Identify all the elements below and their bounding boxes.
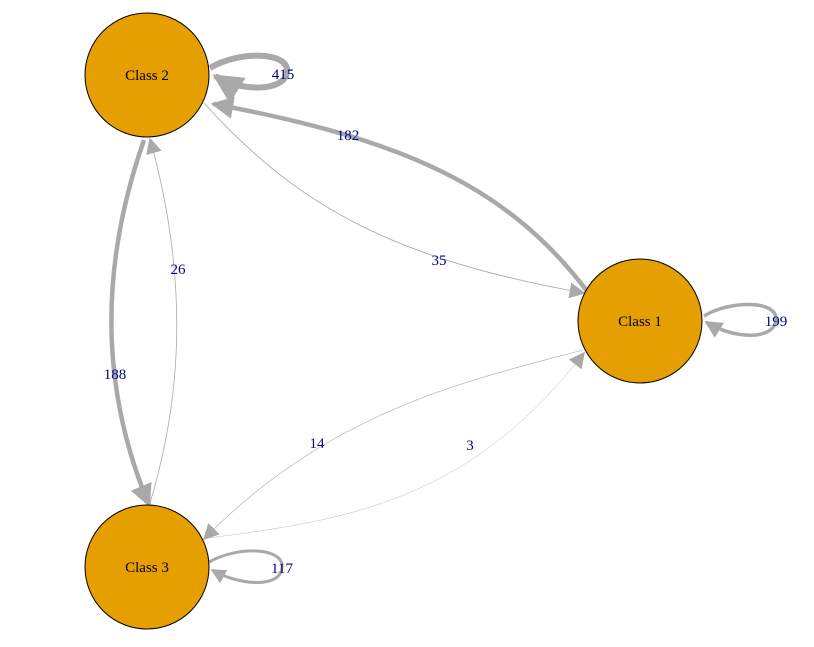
node-class-3-label: Class 3: [125, 560, 169, 576]
edge-class3-to-class1: [207, 351, 585, 539]
edge-label-35: 35: [432, 253, 447, 269]
loop-class2: [208, 52, 290, 104]
node-class-1-label: Class 1: [618, 314, 662, 330]
edge-class1-to-class3: [202, 349, 584, 541]
edge-label-188: 188: [104, 367, 127, 383]
node-class-2-circle: [84, 12, 210, 138]
edges: [109, 52, 778, 584]
loop-class3: [208, 549, 284, 584]
edge-labels: 415 182 35 199 26 188 14 3 117: [104, 67, 788, 577]
edge-class1-to-class2: [210, 96, 589, 293]
node-class-2-label: Class 2: [125, 68, 169, 84]
loop-class1: [703, 302, 778, 338]
node-class-1[interactable]: Class 1: [577, 258, 703, 384]
edge-label-14: 14: [310, 436, 326, 452]
node-class-3[interactable]: Class 3: [84, 504, 210, 630]
edge-label-199: 199: [765, 314, 788, 330]
edge-label-182: 182: [337, 128, 360, 144]
edge-class2-to-class3: [109, 139, 152, 508]
node-class-2[interactable]: Class 2: [84, 12, 210, 138]
nodes: Class 2 Class 1 Class 3: [84, 12, 703, 630]
edge-label-3: 3: [466, 438, 474, 454]
node-class-3-circle: [84, 504, 210, 630]
edge-label-117: 117: [271, 561, 293, 577]
edge-class3-to-class2: [146, 137, 178, 504]
edge-class2-to-class1: [203, 102, 586, 299]
edge-label-415: 415: [272, 67, 295, 83]
node-class-1-circle: [577, 258, 703, 384]
edge-label-26: 26: [171, 262, 187, 278]
